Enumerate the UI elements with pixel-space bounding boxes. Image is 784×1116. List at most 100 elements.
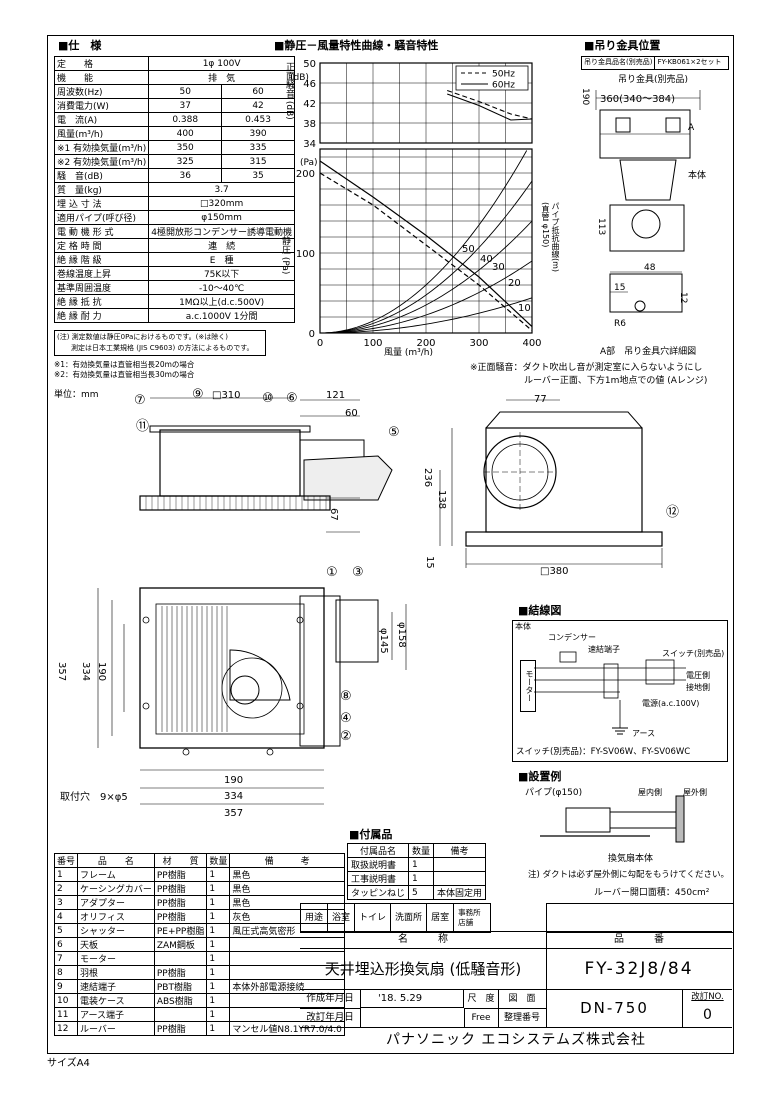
parts-cell: マンセル値N8.1YR7.0/4.0 [229, 1021, 345, 1036]
install-unit: 換気扇本体 [608, 854, 654, 864]
wiring-earth: アース [632, 729, 656, 738]
spec-label: 絶 縁 耐 力 [53, 308, 150, 323]
callout-12: ⑫ [666, 505, 680, 520]
parts-header: 数量 [206, 853, 231, 868]
accessories-cell: 本体固定用 [433, 885, 487, 900]
parts-cell: 9 [53, 979, 79, 994]
spec-label: 巻線温度上昇 [53, 266, 150, 281]
parts-cell: 1 [206, 951, 231, 966]
spec-value-50hz: 50 [148, 84, 223, 99]
parts-cell: 1 [206, 895, 231, 910]
parts-cell: 1 [206, 881, 231, 896]
parts-cell: PP樹脂 [153, 1021, 208, 1036]
callout-4: ④ [340, 711, 352, 726]
spec-value: 75K以下 [148, 266, 295, 281]
spec-label: 騒 音(dB) [53, 168, 150, 183]
parts-cell: 1 [206, 979, 231, 994]
spec-row: 質 量(kg)3.7 [53, 182, 295, 197]
callout-7: ⑦ [134, 393, 146, 408]
parts-cell: PP樹脂 [153, 909, 208, 924]
mounting-holes: 取付穴 9×φ5 [60, 792, 128, 803]
accessories-cell [433, 871, 487, 886]
parts-cell: 1 [206, 993, 231, 1008]
hanger-label-body: 本体 [688, 171, 707, 181]
spec-label: ※2 有効換気量(m³/h) [53, 154, 150, 169]
front-note-1: ※正面騒音：ダクト吹出し音が測定室に入らないようにし [470, 363, 703, 373]
parts-cell: アダプター [77, 895, 155, 910]
parts-cell: アース端子 [77, 1007, 155, 1022]
hanger-dim-190: 190 [580, 88, 590, 106]
spec-label: 周波数(Hz) [53, 84, 150, 99]
accessories-cell: 1 [408, 871, 435, 886]
wiring-switch: スイッチ(別売品) [662, 649, 725, 658]
accessories-cell: 取扱説明書 [346, 857, 410, 872]
revision-date-label: 改訂年月日 [300, 1009, 361, 1028]
callout-2: ② [340, 729, 352, 744]
accessories-cell: 5 [408, 885, 435, 900]
usage-cell: トイレ [355, 904, 392, 932]
parts-cell: 5 [53, 923, 79, 938]
parts-cell: ケーシングカバー [77, 881, 155, 896]
pressure-ylabel: 静圧 (Pa) [280, 236, 290, 275]
hanger-box-value: FY-KB061×2セット [657, 58, 722, 66]
usage-cell: 居室 [427, 904, 455, 932]
accessories-header: 備考 [433, 843, 487, 858]
spec-row: 適用パイプ(呼び径)φ150mm [53, 210, 295, 225]
parts-cell: 羽根 [77, 965, 155, 980]
hanger-marker-a: A [688, 123, 695, 133]
accessories-cell: 1 [408, 857, 435, 872]
revno-label: 改訂NO. [691, 992, 724, 1002]
parts-cell: ABS樹脂 [153, 993, 208, 1008]
parts-cell: 1 [206, 937, 231, 952]
date-label: 作成年月日 [300, 990, 361, 1009]
revno-value: 0 [683, 1004, 732, 1028]
parts-cell: 1 [206, 867, 231, 882]
callout-11: ⑪ [136, 419, 150, 434]
parts-cell: オリフィス [77, 909, 155, 924]
wiring-terminal: 速結端子 [588, 645, 620, 654]
wiring-body: 本体 [515, 622, 531, 631]
accessories-header: 付属品名 [346, 843, 410, 858]
parts-cell: PE+PP樹脂 [153, 923, 208, 938]
parts-cell: 1 [53, 867, 79, 882]
parts-cell: 1 [206, 1007, 231, 1022]
dim-190v: 190 [96, 662, 107, 682]
spec-label: 定 格 時 間 [53, 238, 150, 253]
install-heading: ■設置例 [518, 770, 562, 783]
parts-cell: 黒色 [229, 881, 345, 896]
title-name-header: 名 称 [300, 932, 547, 949]
parts-cell: フレーム [77, 867, 155, 882]
drawing-label: 図 面 [498, 990, 547, 1009]
parts-header: 備 考 [229, 853, 345, 868]
parts-cell: 8 [53, 965, 79, 980]
spec-value: 1φ 100V [148, 56, 295, 71]
spec-value: -10〜40℃ [148, 280, 295, 295]
dim-67: 67 [328, 508, 339, 521]
hanger-dim-360: 360(340〜384) [600, 94, 676, 105]
wiring-heading: ■結線図 [518, 604, 562, 617]
parts-cell: 電装ケース [77, 993, 155, 1008]
usage-blank [546, 903, 734, 933]
spec-value-50hz: 36 [148, 168, 223, 183]
spec-value-50hz: 37 [148, 98, 223, 113]
spec-value-60hz: 335 [221, 140, 295, 155]
spec-value: 1MΩ以上(d.c.500V) [148, 294, 295, 309]
callout-3: ③ [352, 565, 364, 580]
unit-label: 単位：mm [54, 390, 99, 400]
parts-cell: 12 [53, 1021, 79, 1036]
parts-cell: 速結端子 [77, 979, 155, 994]
parts-cell: PP樹脂 [153, 881, 208, 896]
wiring-ground-side: 接地側 [686, 683, 710, 692]
spec-value-60hz: 315 [221, 154, 295, 169]
accessories-cell: タッピンねじ [346, 885, 410, 900]
spec-row: 埋 込 寸 法□320mm [53, 196, 295, 211]
spec-value-50hz: 400 [148, 126, 223, 141]
